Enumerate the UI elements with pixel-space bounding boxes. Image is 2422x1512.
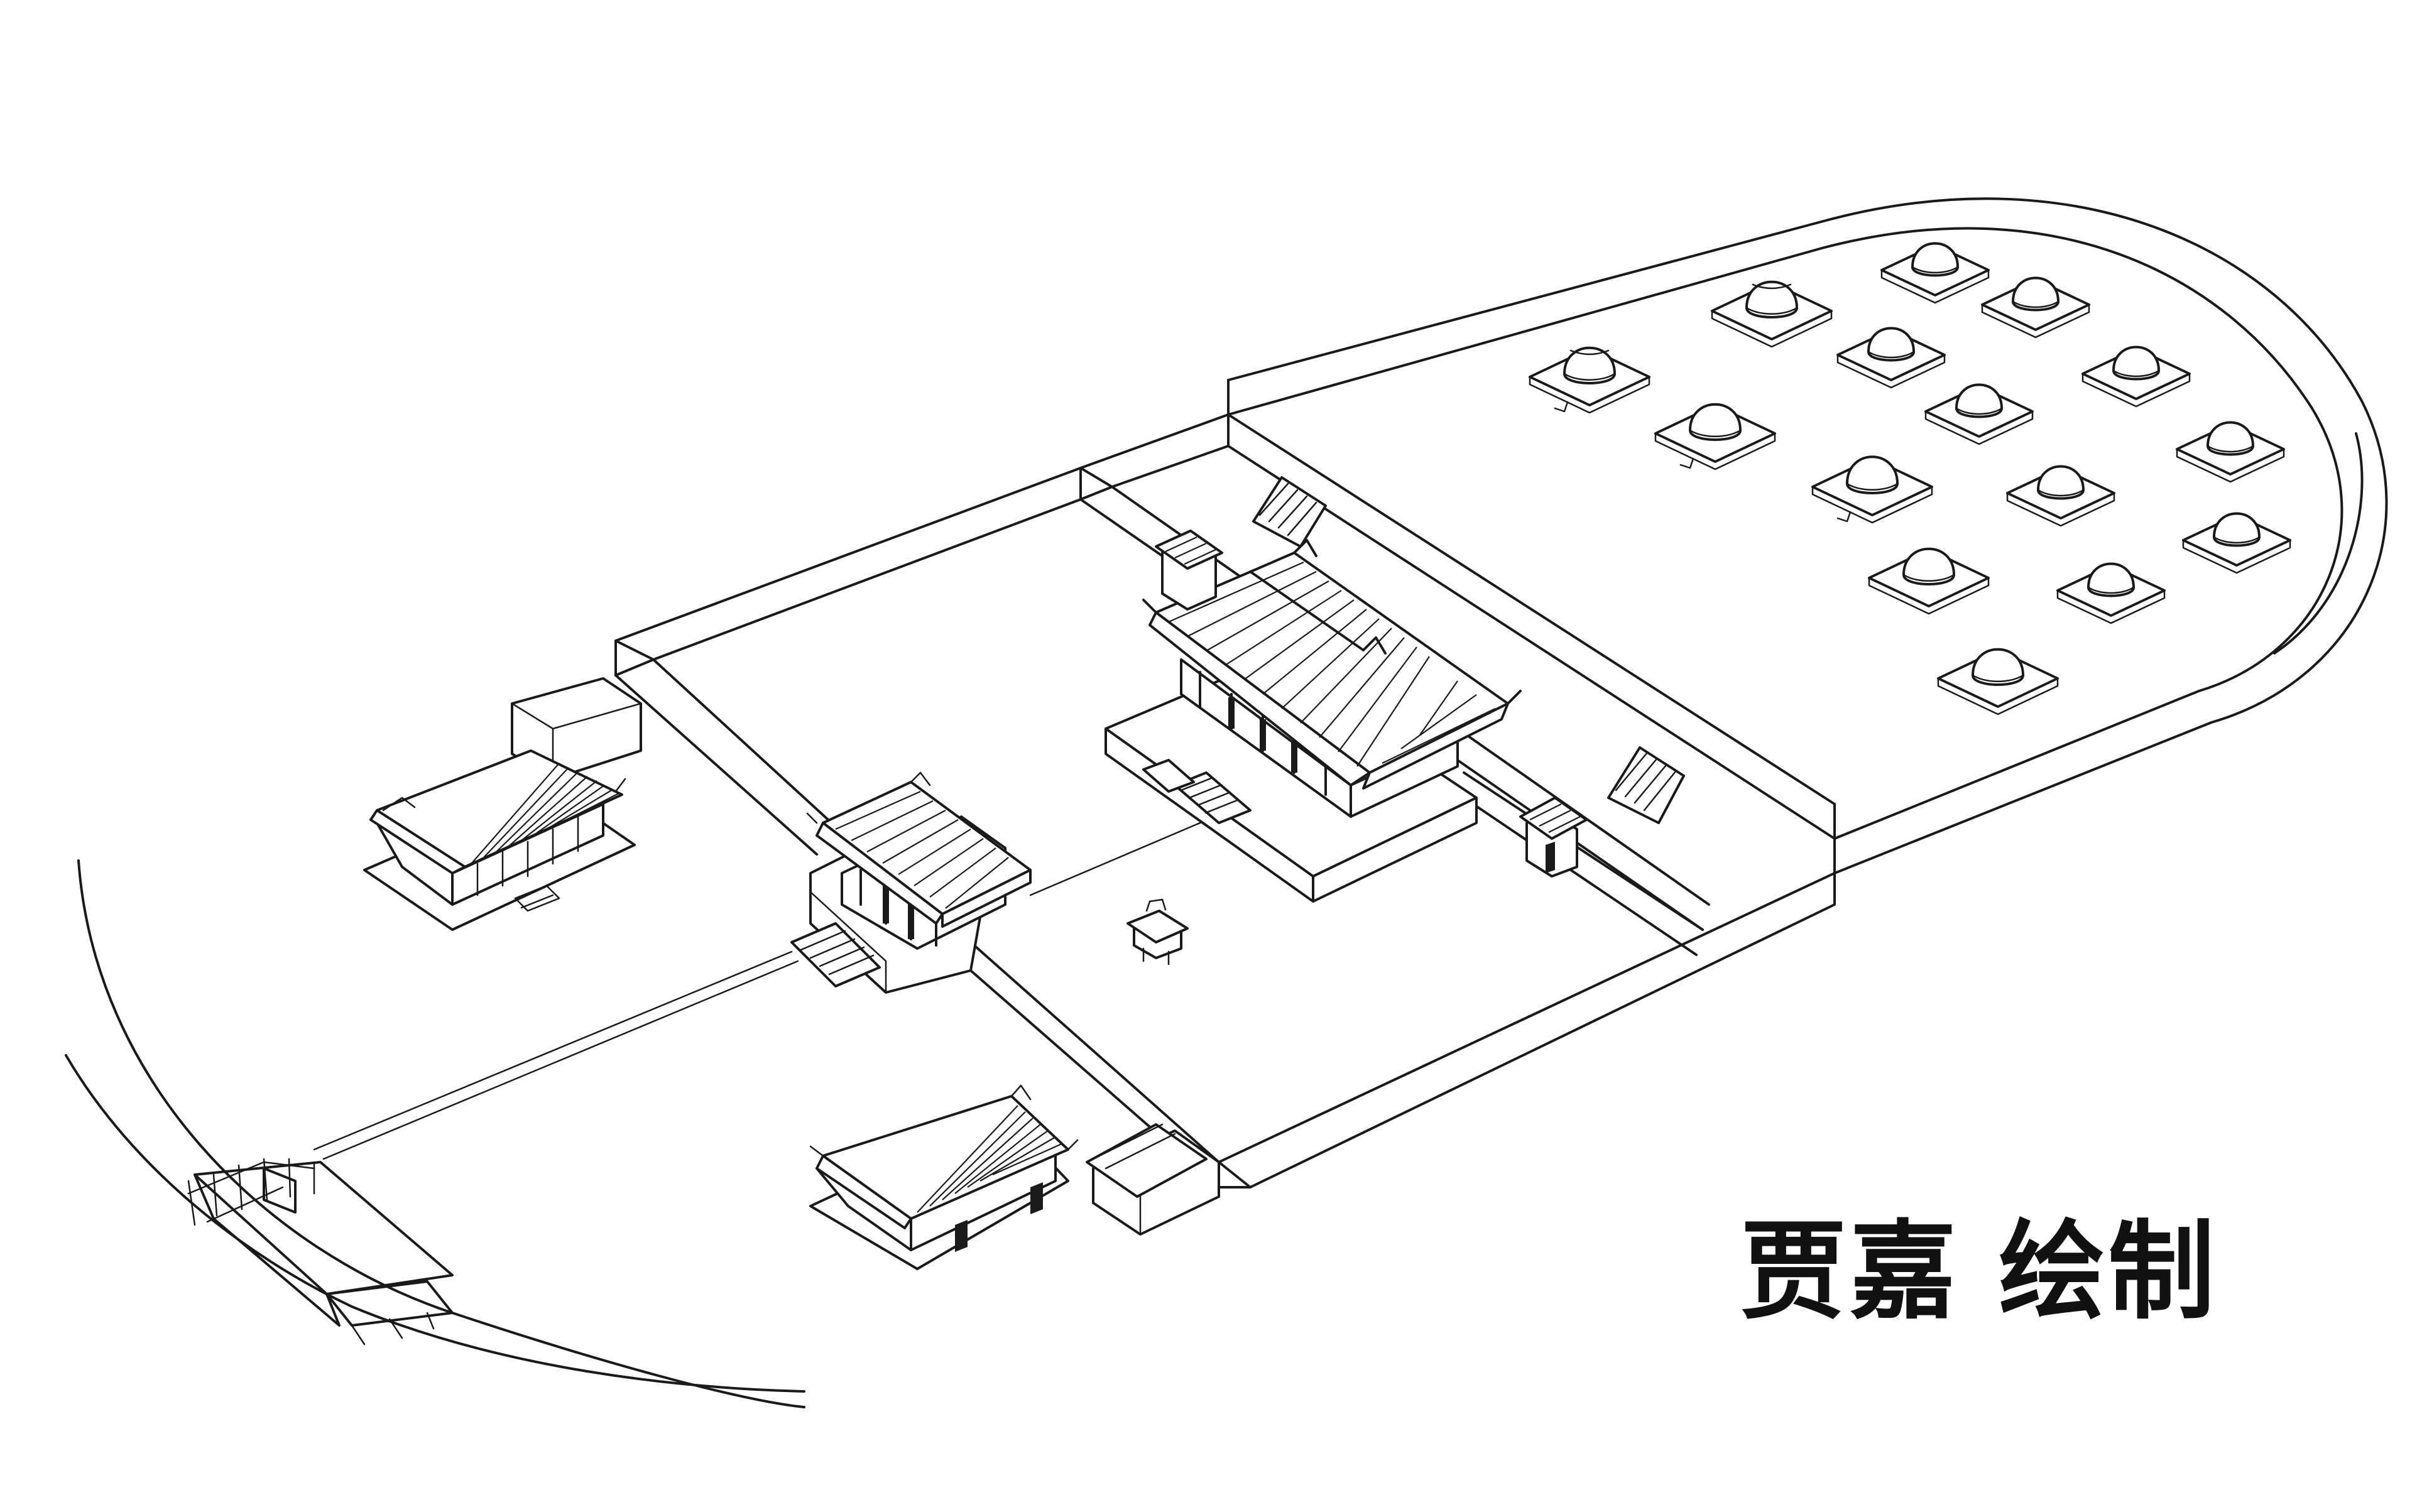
stupa-icon xyxy=(2182,512,2291,574)
staircase-icon xyxy=(1252,476,1685,824)
incense-burner-icon xyxy=(1126,898,1189,965)
stupa-courtyard-wall xyxy=(1227,197,2388,874)
gate-pavilion-icon xyxy=(790,771,1032,994)
stupa-icon xyxy=(1937,648,2059,715)
staircase-icon xyxy=(790,922,881,987)
stupa-icon xyxy=(1811,455,1933,524)
stupa-icon xyxy=(1868,547,1990,615)
stupa-icon xyxy=(1529,346,1650,414)
side-pavilion-icon xyxy=(1519,797,1588,878)
side-building-icon xyxy=(809,1084,1079,1270)
stupa-icon xyxy=(1981,276,2090,339)
stupa-icon xyxy=(1654,403,1776,470)
front-boundary xyxy=(65,859,805,1408)
bridge-icon xyxy=(187,1158,454,1346)
stupa-icon xyxy=(2081,345,2191,408)
stupa-icon xyxy=(1711,280,1833,348)
side-building-icon xyxy=(363,677,642,931)
author-credit: 贾嘉 绘制 xyxy=(1740,1210,2218,1334)
stupa-group xyxy=(1529,242,2291,715)
stupa-icon xyxy=(1836,327,1946,389)
main-hall-icon xyxy=(1105,530,1522,903)
stupa-icon xyxy=(2006,465,2115,527)
side-building-icon xyxy=(1086,1123,1220,1236)
stupa-icon xyxy=(2056,562,2166,624)
stupa-icon xyxy=(1880,242,1990,304)
stupa-icon xyxy=(1924,383,2034,445)
stupa-icon xyxy=(2176,421,2285,483)
